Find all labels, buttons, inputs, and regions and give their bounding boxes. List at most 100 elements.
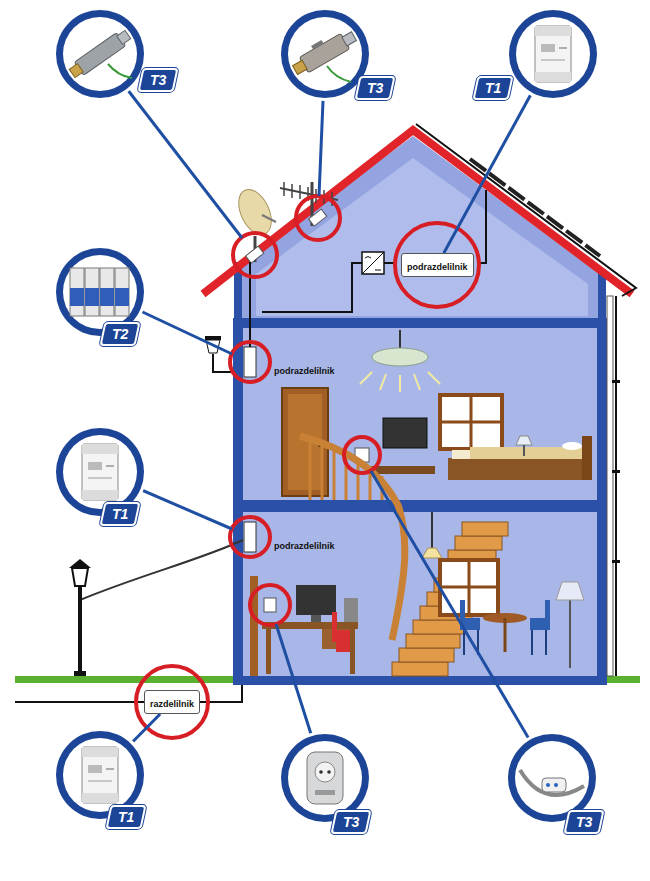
- path: [440, 395, 502, 449]
- rect: [85, 288, 99, 306]
- circle: [315, 762, 335, 782]
- rect: [413, 620, 466, 634]
- rect: [307, 752, 343, 804]
- polyline: [203, 130, 632, 294]
- rect: [541, 44, 555, 52]
- line: [541, 60, 565, 61]
- circle: [230, 342, 270, 382]
- rect: [82, 793, 118, 803]
- circle: [288, 17, 362, 91]
- device-medallion: T3: [52, 6, 148, 102]
- rect: [100, 268, 114, 316]
- path: [262, 263, 362, 312]
- type-code: T2: [112, 325, 128, 343]
- rect: [342, 32, 357, 46]
- path: [284, 182, 332, 206]
- type-code: T3: [367, 79, 383, 97]
- line: [569, 600, 571, 668]
- g: [68, 28, 133, 80]
- path: [360, 372, 440, 392]
- circle: [281, 10, 369, 98]
- ellipse: [562, 442, 582, 450]
- rect: [205, 336, 221, 340]
- leader-line: [133, 714, 160, 742]
- rect: [440, 560, 498, 615]
- rect: [264, 598, 276, 612]
- rect: [448, 458, 586, 480]
- upper-floor: [205, 330, 592, 496]
- circle: [509, 10, 597, 98]
- path: [108, 64, 132, 78]
- circle: [53, 7, 147, 101]
- medallion-circle: [52, 6, 148, 102]
- rect: [311, 615, 321, 622]
- rect: [299, 33, 350, 73]
- line: [106, 769, 114, 770]
- board-label: podrazdelilnik: [274, 541, 335, 552]
- circle: [230, 517, 270, 557]
- type-badge: T1: [105, 805, 146, 829]
- highlight-circles: [136, 196, 479, 738]
- rect: [535, 72, 571, 82]
- rect: [332, 612, 337, 642]
- type-code: T1: [118, 808, 134, 826]
- rect: [82, 444, 118, 454]
- staircase: [392, 522, 508, 676]
- polygon: [556, 582, 584, 600]
- path: [440, 560, 498, 615]
- circle: [327, 770, 331, 774]
- type-badge: T3: [330, 810, 371, 834]
- line: [88, 781, 112, 782]
- rect: [100, 288, 114, 306]
- rect: [244, 522, 256, 552]
- type-badge: T3: [563, 810, 604, 834]
- path: [532, 630, 546, 655]
- circle: [250, 585, 290, 625]
- line: [371, 471, 552, 778]
- rect: [612, 470, 620, 473]
- line: [106, 466, 114, 467]
- line: [78, 585, 82, 676]
- distribution-board: razdelilnik: [144, 690, 200, 714]
- type-badge: T3: [354, 76, 395, 100]
- rect: [383, 418, 427, 448]
- device-medallion: T1: [52, 727, 148, 823]
- board-name: razdelilnik: [150, 699, 194, 709]
- line: [470, 159, 600, 256]
- path: [520, 770, 584, 795]
- device-medallion: T2: [52, 244, 148, 340]
- rect: [535, 26, 571, 82]
- rect: [233, 318, 607, 685]
- device-medallion: T1: [505, 6, 601, 102]
- rect: [336, 630, 350, 652]
- type-badge: T3: [137, 68, 178, 92]
- device-medallion: T3: [277, 730, 373, 826]
- rect: [74, 671, 86, 676]
- leader-line: [444, 95, 531, 253]
- circle: [63, 17, 137, 91]
- type-code: T1: [112, 505, 128, 523]
- path: [80, 540, 243, 600]
- line: [399, 330, 401, 350]
- rect: [344, 598, 358, 622]
- type-code: T3: [150, 71, 166, 89]
- rect: [70, 288, 84, 306]
- rect: [82, 490, 118, 500]
- board-name: podrazdelilnik: [407, 262, 468, 272]
- device-medallion: T3: [277, 6, 373, 102]
- circle: [296, 196, 340, 240]
- circle: [233, 233, 277, 277]
- rect: [545, 600, 550, 630]
- distribution-board: podrazdelilnik: [401, 253, 474, 277]
- rect: [392, 662, 448, 676]
- circle: [546, 783, 550, 787]
- leader-lines: [100, 54, 552, 778]
- circle: [395, 223, 479, 307]
- rect: [598, 272, 606, 322]
- device-medallion: T3: [504, 730, 600, 826]
- rect: [243, 328, 597, 500]
- rect: [612, 380, 620, 383]
- rect: [612, 560, 620, 563]
- type-code: T1: [485, 79, 501, 97]
- polygon: [72, 568, 88, 586]
